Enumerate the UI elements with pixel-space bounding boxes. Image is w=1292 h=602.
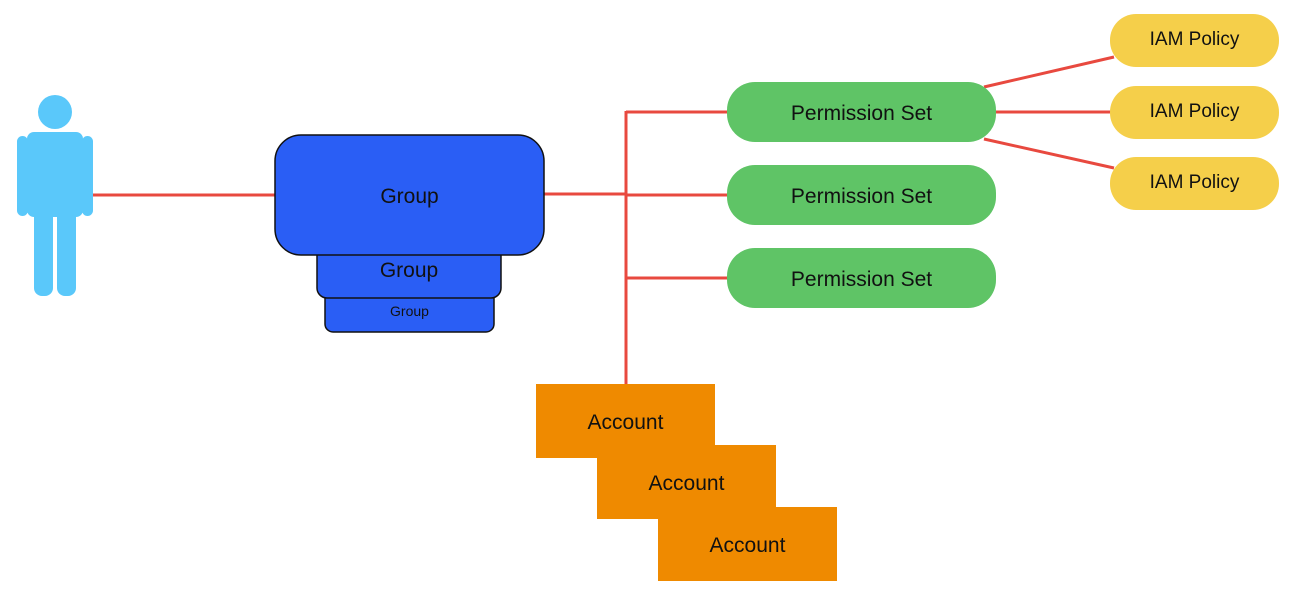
permission-set-label-1: Permission Set — [791, 102, 932, 125]
person-right-arm — [82, 136, 93, 216]
permission-set-label-2: Permission Set — [791, 185, 932, 208]
person-icon — [17, 95, 93, 296]
iam-policy-box-2 — [1110, 86, 1279, 139]
permission-set-box-1 — [727, 82, 996, 142]
permission-sets: Permission Set Permission Set Permission… — [727, 82, 996, 308]
iam-policy-label-1: IAM Policy — [1150, 29, 1240, 50]
iam-policies: IAM Policy IAM Policy IAM Policy — [1110, 14, 1279, 210]
permission-set-box-3 — [727, 248, 996, 308]
person-right-leg — [57, 205, 76, 296]
group-box-1 — [274, 134, 545, 256]
iam-policy-label-2: IAM Policy — [1150, 101, 1240, 122]
account-label-3: Account — [710, 534, 786, 557]
permission-set-label-3: Permission Set — [791, 268, 932, 291]
connector-permission-set-policy-3 — [983, 137, 1115, 170]
group-label-3: Group — [390, 303, 429, 319]
iam-policy-label-3: IAM Policy — [1150, 172, 1240, 193]
account-label-1: Account — [588, 411, 664, 434]
group-stack: Group Group Group — [274, 134, 545, 333]
person-head — [38, 95, 72, 129]
group-label-1: Group — [380, 185, 438, 208]
connector-permission-set-policy-1 — [983, 55, 1115, 89]
accounts: Account Account Account — [536, 384, 837, 581]
permission-set-box-2 — [727, 165, 996, 225]
person-torso — [27, 132, 83, 217]
person-left-leg — [34, 205, 53, 296]
person-left-arm — [17, 136, 28, 216]
group-label-2: Group — [380, 259, 438, 282]
iam-policy-box-1 — [1110, 14, 1279, 67]
connectors — [76, 55, 1115, 384]
account-label-2: Account — [649, 472, 725, 495]
account-box-2 — [597, 445, 776, 519]
account-box-3 — [658, 507, 837, 581]
iam-policy-box-3 — [1110, 157, 1279, 210]
